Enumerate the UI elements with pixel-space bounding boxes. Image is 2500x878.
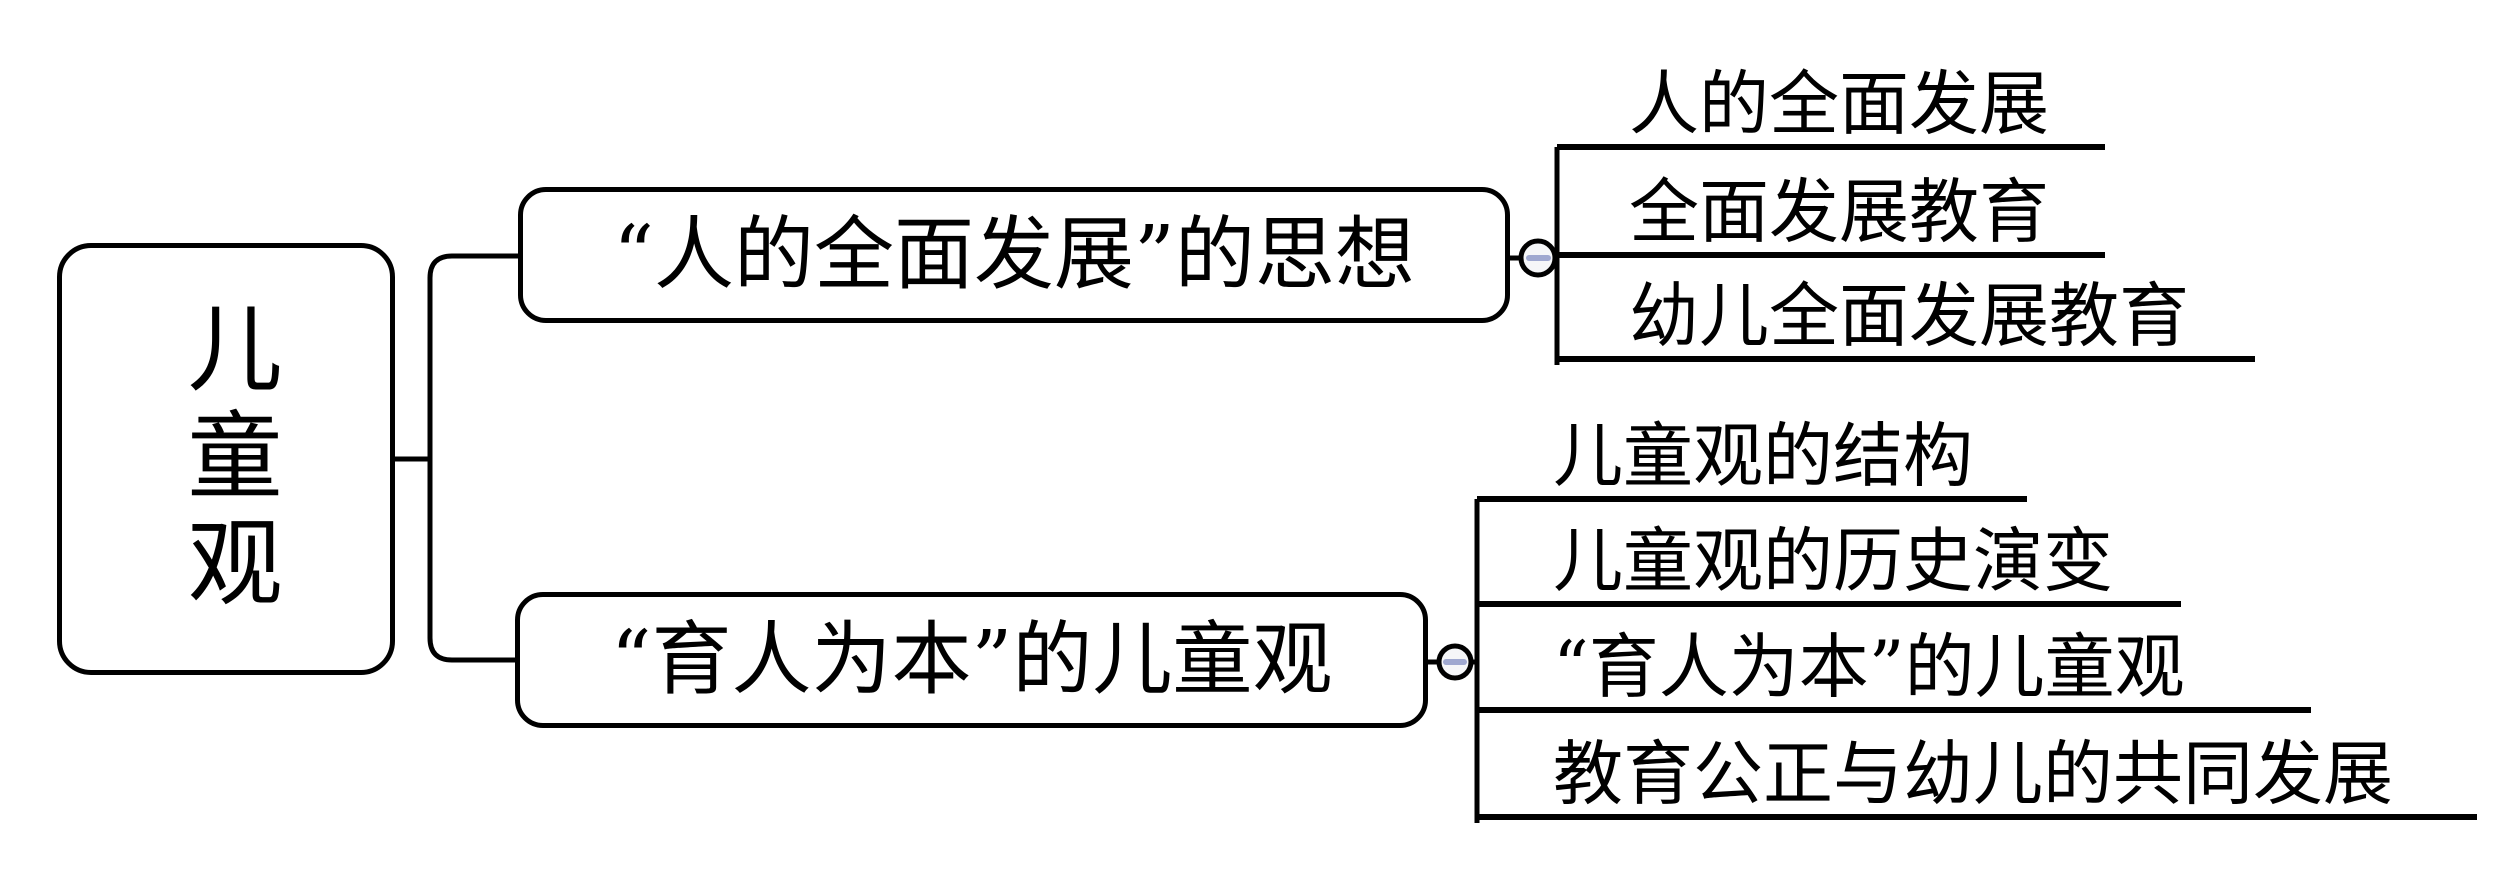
leaf-topic-label: 教育公正与幼儿的共同发展: [1553, 733, 2393, 815]
leaf-topic-label: 人的全面发展: [1629, 63, 2049, 145]
leaf-topic[interactable]: 人的全面发展: [1557, 64, 2105, 150]
root-topic-node[interactable]: 儿童观: [57, 243, 395, 675]
leaf-topic[interactable]: 儿童观的结构: [1477, 416, 2027, 502]
leaf-topic[interactable]: 全面发展教育: [1557, 172, 2105, 258]
leaf-topic[interactable]: “育人为本”的儿童观: [1477, 627, 2311, 713]
leaf-topic-label: 儿童观的历史演变: [1553, 520, 2113, 602]
leaf-topic-label: 幼儿全面发展教育: [1629, 275, 2189, 357]
branch-topic-node-1[interactable]: “人的全面发展”的思想: [518, 187, 1510, 323]
branch-topic-label: “人的全面发展”的思想: [613, 208, 1415, 301]
root-topic-label: 儿童观: [171, 298, 282, 620]
leaf-topic-label: 儿童观的结构: [1553, 415, 1973, 497]
leaf-topic[interactable]: 儿童观的历史演变: [1477, 521, 2181, 607]
branch-topic-label: “育人为本”的儿童观: [610, 613, 1333, 706]
leaf-topic[interactable]: 幼儿全面发展教育: [1557, 276, 2255, 362]
leaf-topic-label: 全面发展教育: [1629, 171, 2049, 253]
leaf-topic[interactable]: 教育公正与幼儿的共同发展: [1477, 734, 2477, 820]
root-branch-bracket: [427, 253, 519, 663]
branch-topic-node-2[interactable]: “育人为本”的儿童观: [515, 592, 1428, 728]
leaf-topic-label: “育人为本”的儿童观: [1553, 626, 2185, 708]
